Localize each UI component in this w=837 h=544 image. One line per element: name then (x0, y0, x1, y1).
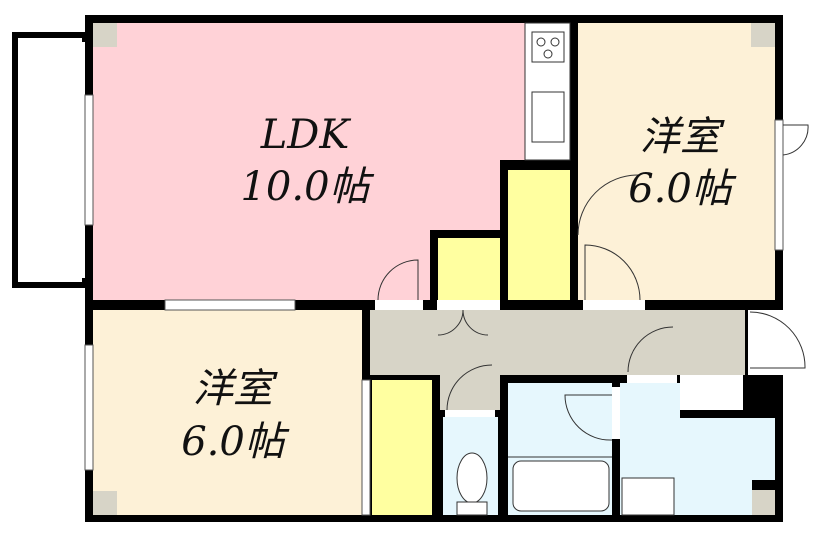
door-ldk (375, 300, 423, 310)
western-room-1-size: 6.0帖 (628, 166, 737, 212)
entrance-door (748, 310, 783, 375)
sliding-door (361, 379, 371, 516)
column (93, 23, 117, 47)
closet-2 (438, 238, 500, 300)
stove-icon (531, 31, 565, 63)
ldk-name: LDK (260, 112, 352, 158)
door-swing (577, 174, 639, 236)
ldk-size: 10.0帖 (240, 164, 374, 210)
western-room-1-name: 洋室 (640, 114, 725, 160)
western-room-2-size: 6.0帖 (181, 419, 290, 465)
balcony-floor (22, 42, 85, 278)
toilet-icon (456, 452, 488, 504)
ldk-floor (93, 23, 525, 300)
column (751, 23, 775, 47)
door-swing (584, 244, 641, 301)
washbasin-icon (621, 477, 675, 516)
closet-1 (508, 170, 570, 300)
column (752, 490, 775, 515)
entrance-door-swing (749, 311, 806, 369)
western-room-2-name: 洋室 (193, 366, 278, 412)
western-room-2-floor (93, 310, 362, 515)
sink-icon (531, 91, 565, 143)
window (84, 344, 94, 471)
window (164, 299, 296, 311)
western-room-1-floor (578, 23, 775, 300)
bathtub-icon (512, 460, 610, 512)
hallway-floor (370, 310, 745, 410)
window (774, 119, 784, 251)
closet-3 (372, 380, 432, 515)
column (93, 491, 117, 515)
closet-doors (437, 309, 489, 336)
window (84, 94, 94, 226)
